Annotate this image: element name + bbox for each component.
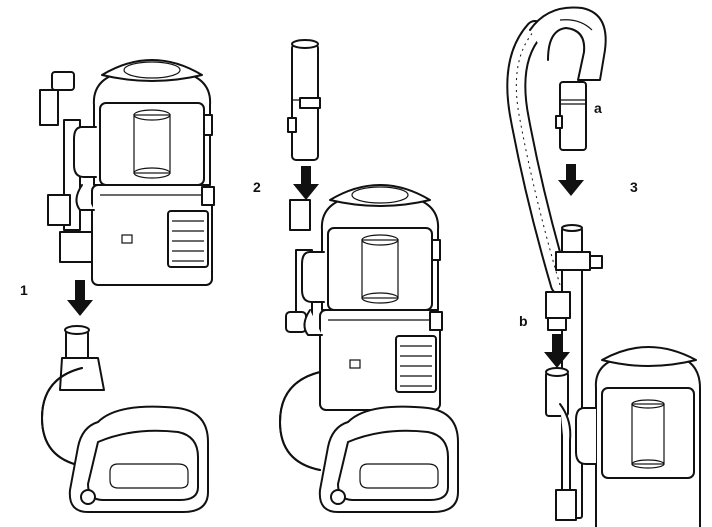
step-3-illustration (506, 6, 701, 527)
arrow-down-3a (558, 164, 584, 196)
arrow-down-3b (544, 334, 570, 368)
step-label-2: 2 (253, 179, 261, 195)
sub-label-b: b (519, 313, 528, 329)
step-1-illustration (39, 59, 215, 513)
step-2-illustration (279, 39, 459, 513)
step-label-1: 1 (20, 282, 28, 298)
arrow-down-1 (67, 280, 93, 316)
step-label-3: 3 (630, 179, 638, 195)
arrow-down-2 (293, 166, 319, 200)
sub-label-a: a (594, 100, 602, 116)
